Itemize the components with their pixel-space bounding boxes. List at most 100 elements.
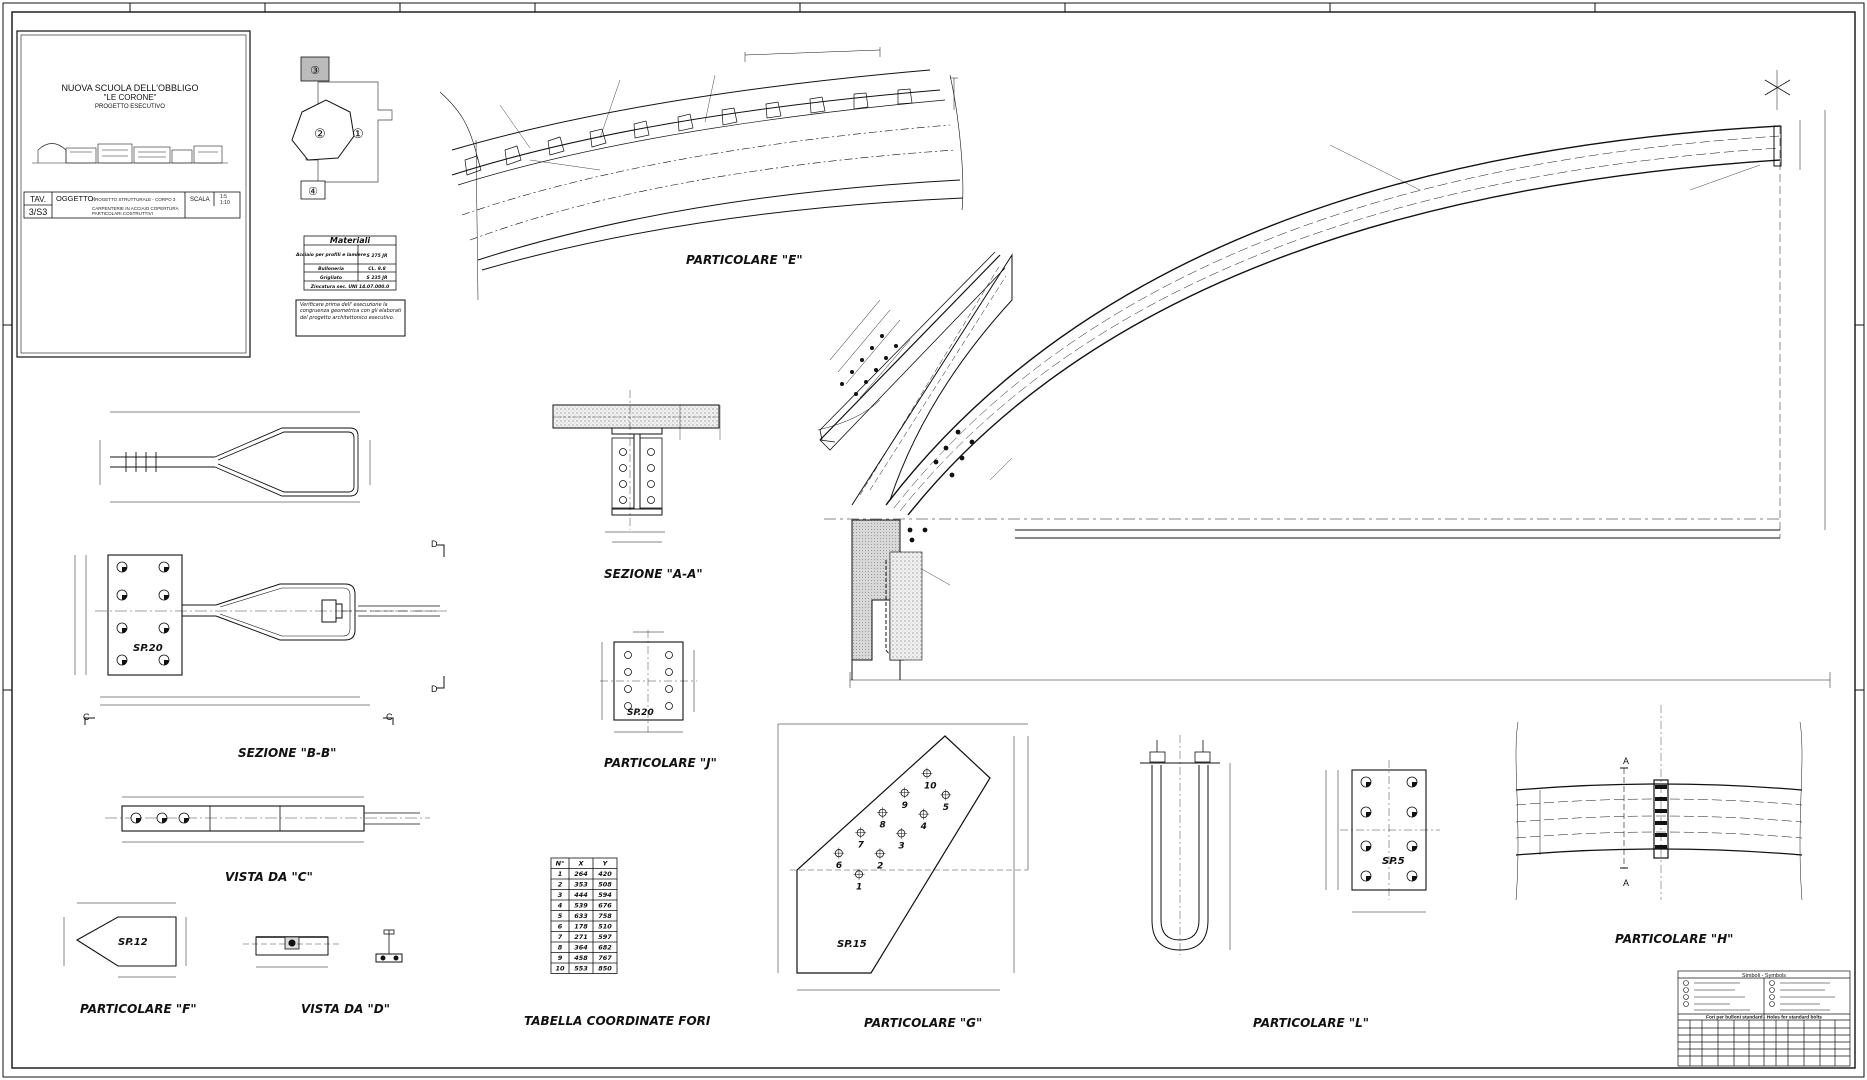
- hole-number-6: 6: [836, 861, 842, 871]
- hole-table-cell: 594: [598, 891, 612, 899]
- key-plan-block-3: ③: [310, 65, 320, 77]
- marker-c-right: C: [386, 712, 393, 722]
- detail-g-drawing: [777, 723, 1029, 991]
- materials-row-3-item: Grigliato: [320, 275, 342, 281]
- hole-table-cell: 850: [598, 965, 612, 973]
- hole-table-cell: 597: [598, 933, 612, 941]
- hole-table-cell: 6: [558, 923, 563, 931]
- view-c-bolts: [130, 812, 190, 824]
- hole-table-cell: 553: [574, 965, 588, 973]
- hole-table-cell: 178: [574, 923, 588, 931]
- hole-number-7: 7: [858, 841, 865, 851]
- hole-table-cell: 508: [598, 881, 612, 889]
- oggetto-label: OGGETTO:: [56, 194, 95, 203]
- key-plan-block-4: ④: [308, 186, 318, 198]
- title-vista-d: VISTA DA "D": [301, 1002, 390, 1016]
- hole-table-header-cell: Y: [603, 860, 609, 868]
- hole-number-2: 2: [877, 862, 883, 872]
- building-elevation-sketch: [32, 143, 228, 164]
- title-tabella: TABELLA COORDINATE FORI: [524, 1014, 711, 1028]
- section-bb-bolts: [116, 561, 170, 666]
- hole-number-3: 3: [898, 841, 904, 851]
- detail-e-drawing: [439, 47, 964, 301]
- hole-table-cell: 353: [574, 881, 588, 889]
- key-plan-block-1: ①: [352, 126, 364, 141]
- view-d-drawing: [243, 929, 403, 968]
- plate-label-sp15: SP.15: [837, 939, 867, 950]
- key-plan-block-2: ②: [314, 126, 326, 141]
- hole-table-cell: 4: [558, 902, 563, 910]
- hole-table-cell: 633: [574, 912, 588, 920]
- hole-table-cell: 8: [558, 944, 563, 952]
- detail-j-holes: [624, 651, 673, 710]
- section-aa-bolts: [619, 448, 655, 504]
- hole-number-1: 1: [856, 882, 862, 892]
- title-particolare-f: PARTICOLARE "F": [80, 1002, 197, 1016]
- section-aa-drawing: [552, 390, 721, 543]
- main-arch-elevation: [824, 70, 1831, 688]
- hole-number-9: 9: [902, 801, 908, 811]
- hole-table-cell: 676: [598, 902, 612, 910]
- hole-number-5: 5: [943, 803, 949, 813]
- marker-a-bottom: A: [1623, 878, 1629, 888]
- materials-table: Materiali Acciaio per profili e lamiere …: [295, 235, 406, 337]
- tav-label: TAV.: [30, 195, 46, 204]
- title-sezione-aa: SEZIONE "A-A": [604, 567, 703, 581]
- key-plan: ③ ② ① ④: [291, 56, 393, 200]
- hole-table-cell: 1: [558, 870, 563, 878]
- hole-table-cell: 271: [574, 933, 588, 941]
- scala-value-1: 1:5: [220, 194, 227, 200]
- hole-table-cell: 758: [598, 912, 612, 920]
- hole-table-cell: 9: [558, 954, 563, 962]
- hole-table-cell: 539: [574, 902, 588, 910]
- detail-l-drawing: [1140, 735, 1231, 955]
- detail-j-drawing: [600, 630, 697, 733]
- marker-d-top: D: [431, 539, 438, 549]
- title-block: NUOVA SCUOLA DELL'OBBLIGO "LE CORONE" PR…: [16, 30, 251, 358]
- materials-note: Verificare prima dell' esecuzione la con…: [300, 302, 402, 321]
- marker-c-left: C: [83, 712, 90, 722]
- detail-h-drawing: [1515, 705, 1803, 901]
- hole-table-cell: 3: [558, 891, 563, 899]
- materials-row-4-item: Zincatura sec. UNI 14.07.000.0: [310, 284, 389, 290]
- hole-table-cell: 10: [555, 965, 565, 973]
- scala-label: SCALA: [190, 197, 210, 203]
- project-line-1: NUOVA SCUOLA DELL'OBBLIGO: [61, 83, 198, 93]
- detail-l-plate-drawing: [1325, 760, 1440, 913]
- view-c-drawing: [105, 796, 430, 843]
- hole-number-10: 10: [924, 781, 937, 791]
- symbols-legend: Simboli - Symbols Fori per bulloni stand…: [1677, 970, 1851, 1067]
- hole-table-cell: 682: [598, 944, 612, 952]
- title-vista-c: VISTA DA "C": [225, 870, 313, 884]
- hole-table-cell: 2: [558, 881, 563, 889]
- materials-heading: Materiali: [330, 236, 370, 245]
- title-sezione-bb: SEZIONE "B-B": [238, 746, 336, 760]
- materials-row-2-item: Bulloneria: [318, 266, 344, 272]
- plate-label-sp20-j: SP.20: [627, 708, 654, 718]
- title-particolare-h: PARTICOLARE "H": [1615, 932, 1733, 946]
- hole-table-cell: 510: [598, 923, 612, 931]
- scala-value-2: 1:10: [220, 200, 230, 206]
- tav-number: 3/S3: [29, 207, 48, 217]
- hole-table-header-cell: X: [577, 860, 584, 868]
- project-line-2: "LE CORONE": [104, 93, 157, 102]
- arch-bolt-group: [907, 429, 975, 543]
- plate-label-sp5: SP.5: [1382, 856, 1405, 867]
- title-particolare-e: PARTICOLARE "E": [686, 253, 803, 267]
- materials-row-1-value: S 275 JR: [367, 253, 388, 259]
- project-line-3: PROGETTO ESECUTIVO: [95, 104, 165, 110]
- detail-f-drawing: [63, 902, 187, 978]
- detail-l-plate-bolts: [1360, 776, 1418, 882]
- hole-table-cell: 444: [574, 891, 588, 899]
- frame-ticks: [3, 3, 1864, 691]
- title-particolare-g: PARTICOLARE "G": [864, 1016, 982, 1030]
- legend-subheading: Fori per bulloni standard - Holes for st…: [1706, 1015, 1822, 1021]
- hole-table-cell: 364: [574, 944, 588, 952]
- legend-heading: Simboli - Symbols: [1742, 973, 1786, 979]
- splice-inset-bolts: [840, 334, 898, 396]
- marker-a-top: A: [1623, 756, 1629, 766]
